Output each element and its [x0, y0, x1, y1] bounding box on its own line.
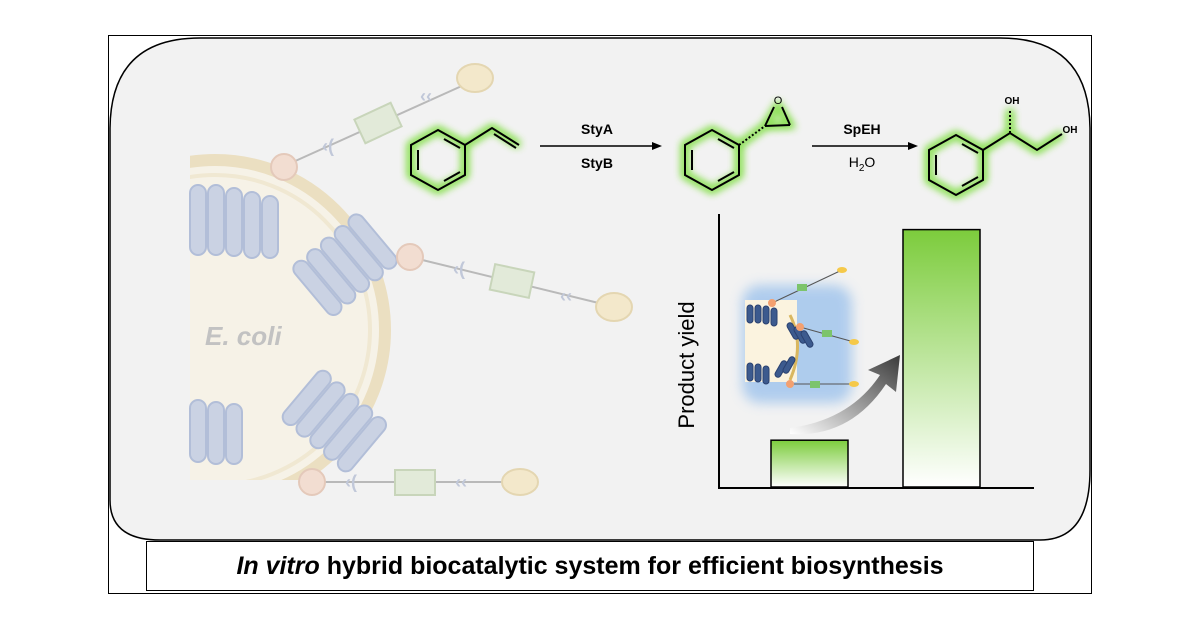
membrane-protein-2: [292, 213, 398, 317]
enzyme-spEH: SpEH: [843, 121, 880, 137]
ecoli-cell: ‹( ‹‹ ‹( ‹‹ ‹( ‹‹: [189, 63, 633, 496]
bar-2: [902, 228, 981, 488]
water-label: H2O: [849, 154, 876, 174]
chain-mid-circle: [396, 243, 424, 271]
styrene-oxide-molecule: [682, 100, 796, 194]
enzyme-styB: StyB: [581, 155, 613, 171]
chain-bottom-arrowhead-icon-2: ‹‹: [455, 472, 467, 492]
diol-oh-1: OH: [1005, 96, 1020, 107]
caption-box: In vitro hybrid biocatalytic system for …: [146, 541, 1034, 591]
organism-label: E. coli: [205, 321, 282, 351]
reaction-arrow-2: [812, 142, 918, 150]
membrane-protein-1: [189, 184, 279, 259]
y-axis-label: Product yield: [674, 301, 699, 428]
membrane-protein-4: [189, 399, 243, 465]
enzyme-styA: StyA: [581, 121, 613, 137]
chain-top-ellipse: [456, 63, 494, 93]
diol-molecule: [926, 110, 1064, 199]
caption-italic: In vitro: [236, 551, 320, 580]
chain-mid-arrowhead-icon: ‹(: [453, 259, 465, 279]
diol-oh-2: OH: [1063, 125, 1078, 136]
chain-top-arrowhead-icon: ‹(: [322, 136, 334, 156]
increase-arrow-icon: [790, 355, 900, 435]
chain-top-arrowhead-icon-2: ‹‹: [420, 86, 432, 106]
chain-bottom-circle: [298, 468, 326, 496]
chain-mid-arrowhead-icon-2: ‹‹: [560, 286, 572, 306]
membrane-protein-3: [281, 369, 387, 473]
inset-cell-icon: [742, 267, 859, 403]
chain-top-circle: [270, 153, 298, 181]
chain-bottom-arrowhead-icon: ‹(: [345, 472, 357, 492]
yield-chart: Product yield: [674, 214, 1034, 489]
epoxide-oxygen: O: [774, 95, 783, 107]
chain-mid-box: [488, 262, 536, 300]
caption-text: In vitro hybrid biocatalytic system for …: [236, 552, 943, 581]
chain-mid-ellipse: [595, 292, 633, 322]
chain-bottom-box: [394, 469, 436, 496]
bar-1: [770, 439, 849, 488]
styrene-molecule: [408, 124, 521, 194]
caption-rest: hybrid biocatalytic system for efficient…: [319, 551, 944, 580]
chain-bottom-ellipse: [501, 468, 539, 496]
reaction-arrow-1: [540, 142, 662, 150]
chain-top-box: [353, 101, 403, 145]
